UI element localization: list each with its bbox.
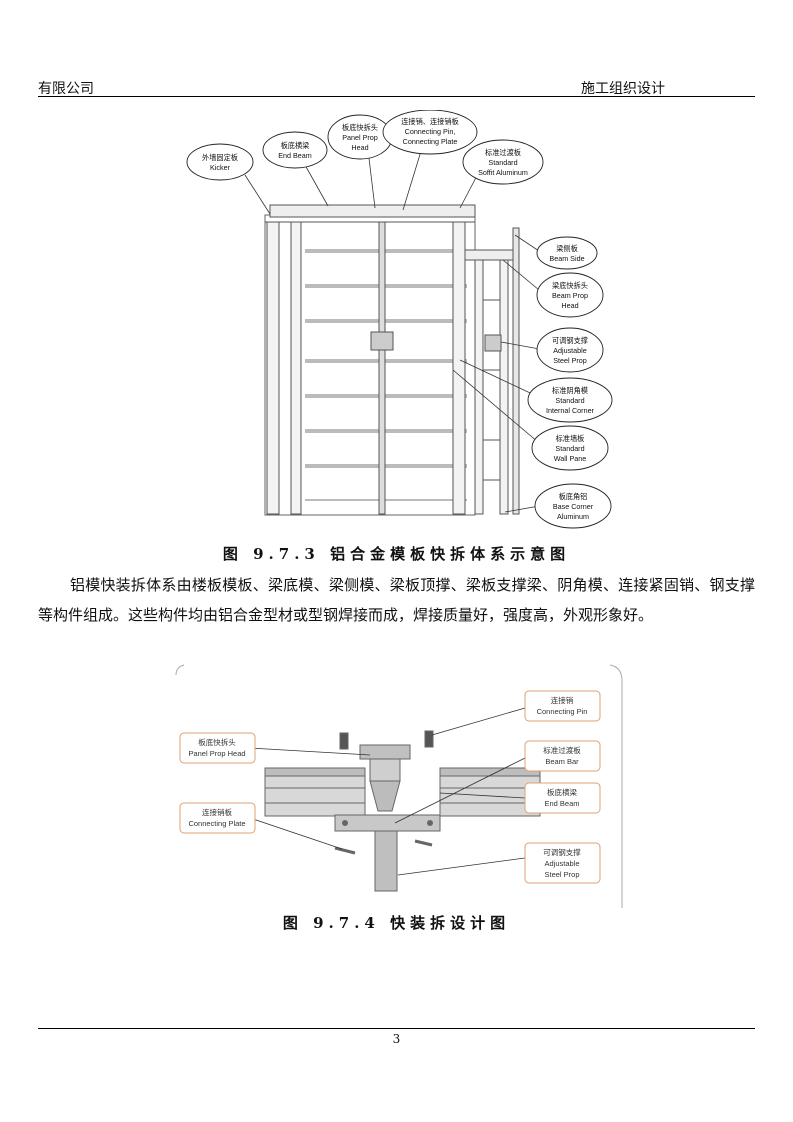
footer-divider: [38, 1028, 755, 1029]
fig1-label-steel-prop-cn: 可调钢支撑: [552, 336, 588, 345]
fig1-label-steel-prop-en1: Adjustable: [553, 346, 587, 355]
fig2-label-end-beam-cn: 板底横梁: [547, 787, 577, 797]
header-company: 有限公司: [38, 81, 94, 97]
fig1-label-base-corner-en1: Base Corner: [553, 502, 594, 511]
figure-formwork-system: 外墙固定板 Kicker 板底横梁 End Beam 板底快拆头 Panel P…: [186, 110, 613, 529]
fig1-label-kicker-cn: 外墙固定板: [202, 153, 238, 162]
fig2-label-connecting-pin-cn: 连接销: [551, 695, 574, 705]
figure-caption-9-7-4: 图 9.7.4 快装拆设计图: [282, 914, 511, 932]
body-paragraph: 铝模快装拆体系由楼板模板、梁底模、梁侧模、梁板顶撑、梁板支撑梁、阴角模、连接紧固…: [38, 576, 755, 624]
fig1-label-panel-prop-head-en1: Panel Prop: [342, 133, 378, 142]
fig1-label-wall-pane-en1: Standard: [555, 444, 584, 453]
header-doc-title: 施工组织设计: [581, 81, 665, 97]
fig1-label-connecting-pin-en2: Connecting Plate: [403, 137, 458, 146]
fig1-label-wall-pane-en2: Wall Pane: [554, 454, 587, 463]
fig1-label-end-beam-en: End Beam: [278, 151, 312, 160]
fig1-label-beam-side-en: Beam Side: [549, 254, 584, 263]
fig1-label-soffit-cn: 标准过渡板: [485, 148, 521, 157]
fig1-label-connecting-pin-cn: 连接销、连接销板: [401, 117, 459, 126]
fig1-label-end-beam-cn: 板底横梁: [281, 141, 310, 150]
fig1-label-beam-prop-head-en1: Beam Prop: [552, 291, 588, 300]
figure-caption-9-7-3: 图 9.7.3 铝合金模板快拆体系示意图: [222, 545, 571, 563]
fig2-label-connecting-plate-cn: 连接销板: [202, 807, 232, 817]
fig1-label-beam-side-cn: 梁侧板: [556, 244, 578, 253]
fig2-label-beam-bar-en: Beam Bar: [545, 757, 579, 766]
figure-quick-dismantle-design: 连接销 Connecting Pin 板底快拆头 Panel Prop Head…: [175, 664, 623, 908]
fig1-label-internal-corner-en1: Standard: [555, 396, 584, 405]
fig1-label-kicker-en: Kicker: [210, 163, 231, 172]
fig2-label-steel-prop-en1: Adjustable: [544, 859, 579, 868]
fig2-label-panel-prop-head-en: Panel Prop Head: [188, 749, 245, 758]
page-header: 有限公司 施工组织设计: [38, 78, 755, 97]
fig1-label-internal-corner-en2: Internal Corner: [546, 406, 595, 415]
fig1-label-beam-prop-head-en2: Head: [561, 301, 578, 310]
fig1-label-internal-corner-cn: 标准阴角模: [552, 386, 588, 395]
fig2-label-end-beam-en: End Beam: [544, 799, 579, 808]
fig2-label-steel-prop-cn: 可调钢支撑: [543, 847, 581, 857]
fig2-label-steel-prop-en2: Steel Prop: [544, 870, 579, 879]
page-number: 3: [392, 1032, 401, 1046]
fig1-label-wall-pane-cn: 标准墙板: [556, 434, 585, 443]
fig2-label-connecting-pin-en: Connecting Pin: [537, 707, 588, 716]
fig1-label-beam-prop-head-cn: 梁底快拆头: [552, 281, 588, 290]
fig2-label-beam-bar-cn: 标准过渡板: [543, 745, 581, 755]
fig1-label-base-corner-cn: 板底角铝: [559, 492, 588, 501]
fig1-label-steel-prop-en2: Steel Prop: [553, 356, 587, 365]
fig1-label-connecting-pin-en1: Connecting Pin,: [405, 127, 456, 136]
fig2-label-panel-prop-head-cn: 板底快拆头: [198, 737, 236, 747]
fig1-label-soffit-en1: Standard: [488, 158, 517, 167]
fig1-label-base-corner-en2: Aluminum: [557, 512, 589, 521]
fig1-label-panel-prop-head-en2: Head: [351, 143, 368, 152]
fig1-label-soffit-en2: Soffit Aluminum: [478, 168, 528, 177]
fig1-label-panel-prop-head-cn: 板底快拆头: [342, 123, 378, 132]
fig2-label-connecting-plate-en: Connecting Plate: [188, 819, 245, 828]
